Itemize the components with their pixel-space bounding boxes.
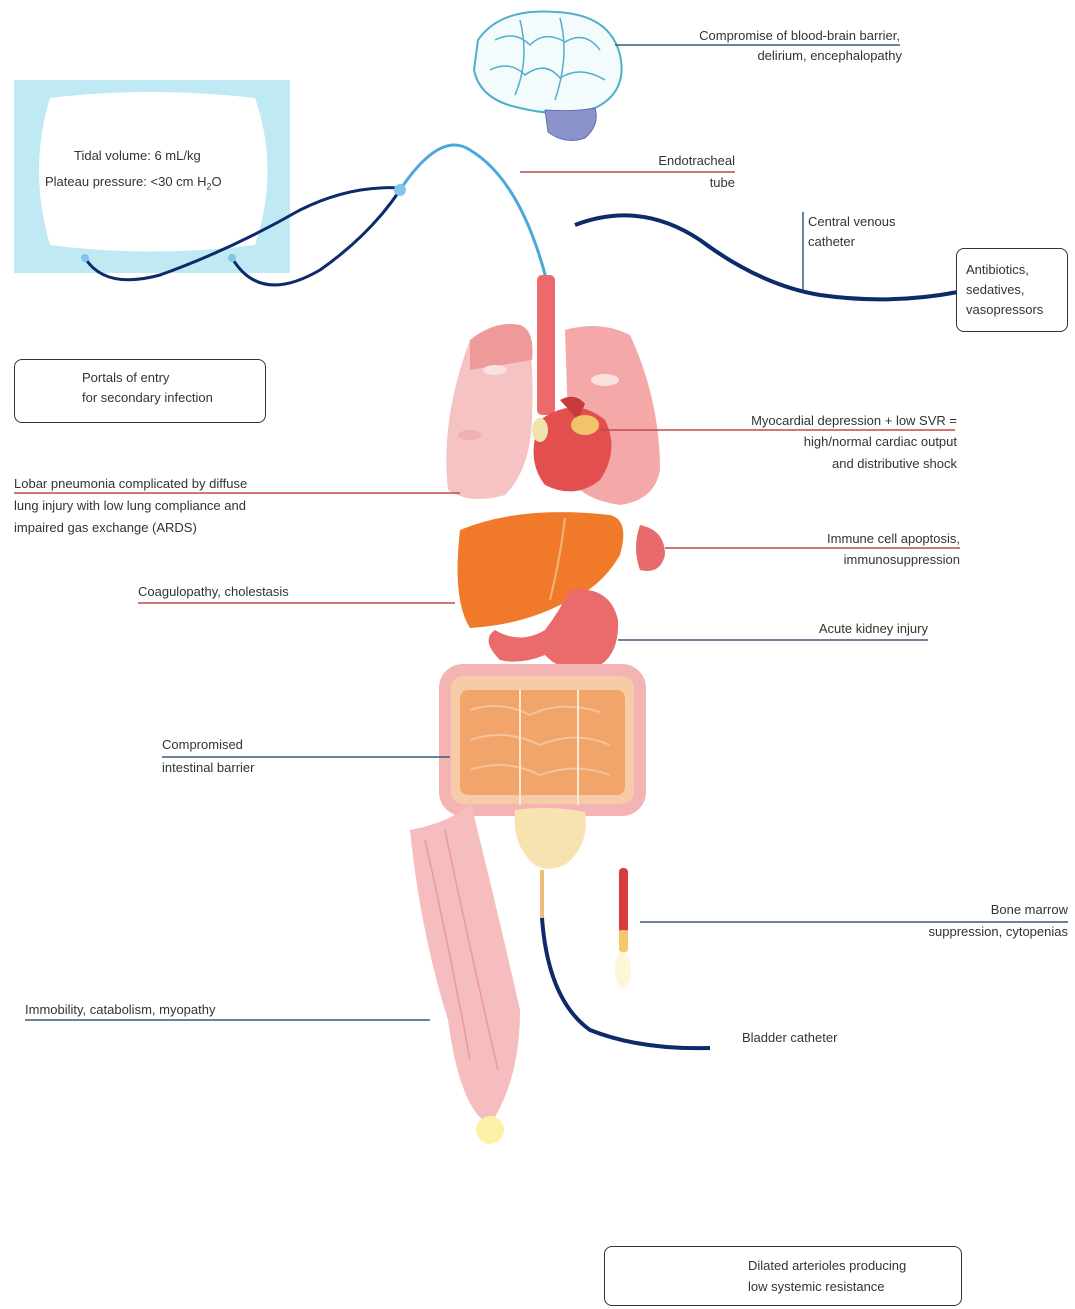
bladder xyxy=(515,808,586,869)
label-et-tube-line2: tube xyxy=(710,173,735,193)
label-et-tube-line1: Endotracheal xyxy=(658,151,735,171)
label-spleen-line2: immunosuppression xyxy=(844,550,960,570)
portals-legend-line1: Portals of entry xyxy=(82,368,169,388)
plateau-pressure-text: Plateau pressure: <30 cm H2O xyxy=(45,172,222,197)
central-venous-catheter-line xyxy=(575,215,958,299)
label-brain-line1: Compromise of blood-brain barrier, xyxy=(699,26,900,46)
label-cvc-line2: catheter xyxy=(808,232,855,252)
label-lung-line2: lung injury with low lung compliance and xyxy=(14,496,246,516)
arterioles-legend-line2: low systemic resistance xyxy=(748,1277,885,1297)
arterioles-legend-line1: Dilated arterioles producing xyxy=(748,1256,906,1276)
label-liver: Coagulopathy, cholestasis xyxy=(138,582,289,602)
bone-marrow xyxy=(615,868,631,988)
label-spleen-line1: Immune cell apoptosis, xyxy=(827,529,960,549)
label-brain-line2: delirium, encephalopathy xyxy=(757,46,902,66)
arterioles-legend-box xyxy=(604,1246,962,1306)
drug-box-line3: vasopressors xyxy=(966,300,1043,320)
muscle xyxy=(410,800,520,1144)
label-heart-line2: high/normal cardiac output xyxy=(804,432,957,452)
plateau-pressure-prefix: Plateau pressure: <30 cm H xyxy=(45,174,207,189)
trachea xyxy=(537,275,555,415)
spleen xyxy=(636,525,665,571)
label-kidney: Acute kidney injury xyxy=(819,619,928,639)
label-bladder: Bladder catheter xyxy=(742,1028,837,1048)
drug-box-line2: sedatives, xyxy=(966,280,1025,300)
tidal-volume-text: Tidal volume: 6 mL/kg xyxy=(74,146,201,166)
label-gut-line1: Compromised xyxy=(162,735,243,755)
label-lung-line3: impaired gas exchange (ARDS) xyxy=(14,518,197,538)
portals-legend-line2: for secondary infection xyxy=(82,388,213,408)
label-marrow-line1: Bone marrow xyxy=(991,900,1068,920)
label-heart-line1: Myocardial depression + low SVR = xyxy=(751,411,957,431)
label-lung-line1: Lobar pneumonia complicated by diffuse xyxy=(14,474,247,494)
label-gut-line2: intestinal barrier xyxy=(162,758,255,778)
brain xyxy=(474,12,622,141)
label-marrow-line2: suppression, cytopenias xyxy=(929,922,1068,942)
label-muscle: Immobility, catabolism, myopathy xyxy=(25,1000,216,1020)
plateau-pressure-suffix: O xyxy=(212,174,222,189)
drug-box-line1: Antibiotics, xyxy=(966,260,1029,280)
label-heart-line3: and distributive shock xyxy=(832,454,957,474)
label-cvc-line1: Central venous xyxy=(808,212,895,232)
intestines xyxy=(445,670,640,810)
